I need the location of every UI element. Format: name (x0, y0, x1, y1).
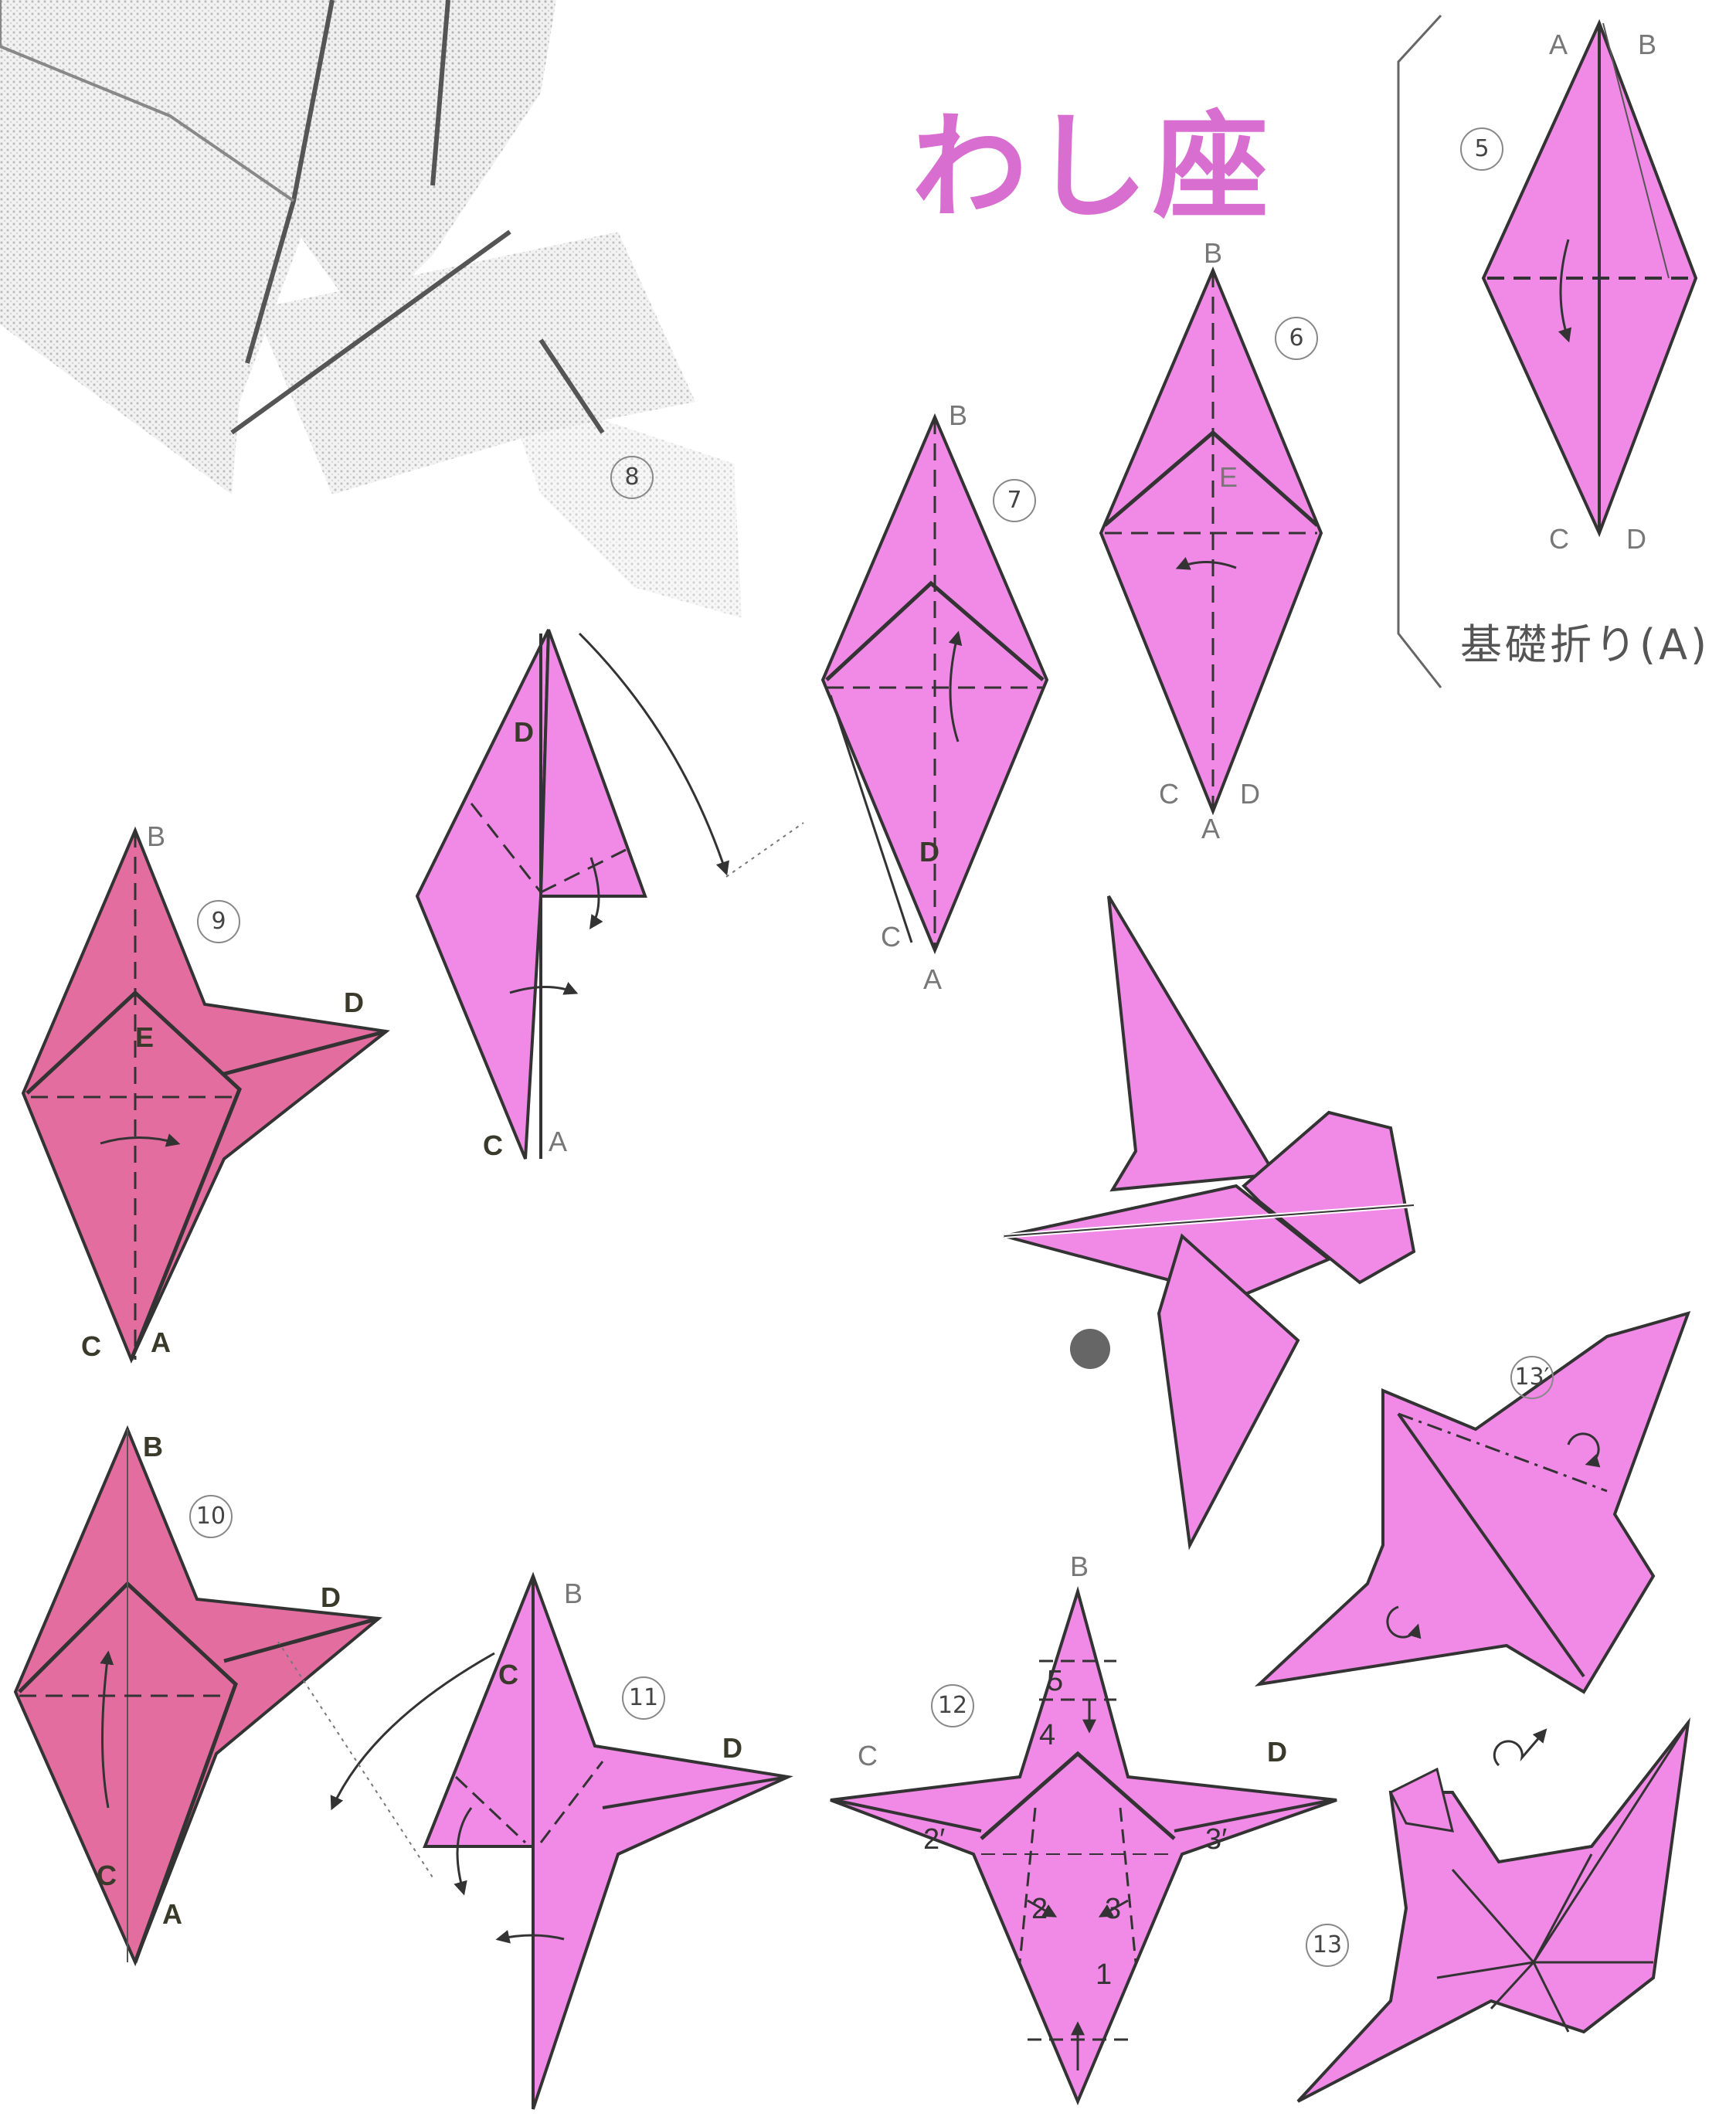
fold-number-5: 5 (1047, 1665, 1063, 1698)
label-A-step7: A (923, 966, 942, 994)
base-fold-caption: 基礎折り(A) (1460, 610, 1710, 671)
fold-number-2: 2 (1031, 1893, 1048, 1926)
label-A-step8: A (549, 1128, 567, 1156)
label-C-step5: C (1549, 525, 1569, 553)
fold-number-3: 3 (1105, 1893, 1121, 1926)
label-D-step5: D (1626, 525, 1646, 553)
label-D-step11: D (722, 1734, 742, 1762)
label-B-step9: B (147, 823, 165, 851)
fold-number-2-prime: 2′ (923, 1823, 945, 1856)
step-number-7: 7 (993, 479, 1036, 522)
label-B-step7: B (949, 402, 967, 430)
step-number-9: 9 (197, 900, 240, 943)
label-D-step10: D (321, 1584, 341, 1612)
label-C-step11: C (498, 1661, 518, 1689)
label-D-step12: D (1267, 1738, 1287, 1766)
label-C-step10: C (97, 1862, 117, 1890)
label-C-step9: C (81, 1333, 101, 1360)
fold-number-4: 4 (1039, 1719, 1055, 1752)
step-number-12: 12 (931, 1684, 974, 1727)
step-number-10: 10 (189, 1495, 233, 1538)
step-number-6: 6 (1275, 317, 1318, 360)
finished-eagle-diagram (1004, 896, 1414, 1545)
label-A-step5: A (1549, 31, 1568, 59)
label-C-step12: C (858, 1742, 878, 1770)
label-A-step6: A (1201, 815, 1220, 843)
step-number-8: 8 (610, 456, 654, 499)
fold-number-1: 1 (1096, 1958, 1112, 1992)
label-C-step6: C (1159, 780, 1179, 808)
label-E-step6: E (1219, 464, 1238, 491)
step-13prime-diagram (1259, 1313, 1688, 1692)
step-number-13-prime: 13′ (1510, 1356, 1554, 1399)
step-number-5: 5 (1460, 127, 1503, 171)
label-B-step10: B (143, 1433, 163, 1461)
step-8-diagram (417, 630, 803, 1159)
label-E-step9: E (135, 1024, 154, 1051)
label-C-step7: C (881, 923, 901, 951)
label-A-step9: A (151, 1329, 171, 1357)
bracket (1398, 15, 1441, 688)
label-B-step12: B (1070, 1553, 1089, 1581)
step-11-diagram (278, 1576, 788, 2109)
label-D-step9: D (344, 989, 364, 1017)
step-5-diagram (1483, 23, 1696, 533)
label-D-step7: D (919, 838, 939, 866)
label-C-step8: C (483, 1132, 503, 1160)
step-12-diagram (831, 1591, 1337, 2101)
step-13-diagram (1298, 1723, 1688, 2101)
label-B-step6: B (1204, 239, 1222, 267)
label-D-step6: D (1240, 780, 1260, 808)
step-number-unlabeled (1070, 1329, 1110, 1369)
fold-number-3-prime: 3′ (1205, 1823, 1227, 1856)
label-B-step11: B (564, 1580, 583, 1608)
label-A-step10: A (162, 1901, 182, 1928)
step-number-11: 11 (622, 1676, 665, 1720)
step-number-13: 13 (1306, 1924, 1349, 1967)
label-B-step5: B (1638, 31, 1656, 59)
label-D-step8: D (514, 718, 534, 746)
